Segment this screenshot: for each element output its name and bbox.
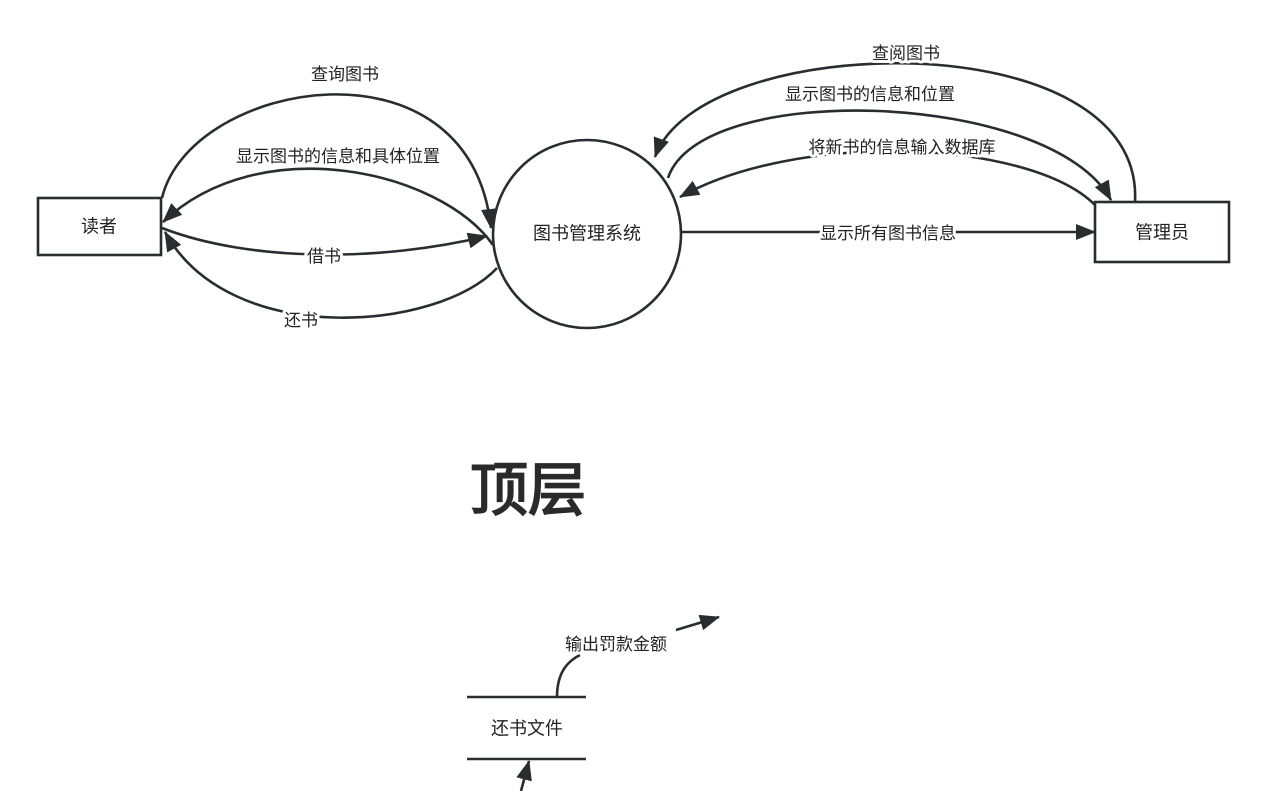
edge-into-return-file xyxy=(516,760,532,791)
label-show-all-books: 显示所有图书信息 xyxy=(820,224,956,244)
edge-return xyxy=(163,231,498,319)
section-title: 顶层 xyxy=(470,456,586,524)
admin-label: 管理员 xyxy=(1135,223,1189,244)
admin-entity xyxy=(1093,200,1231,264)
label-return: 还书 xyxy=(284,311,318,331)
edge-input-new-books xyxy=(679,149,1096,206)
edge-output-fine xyxy=(555,617,719,698)
label-browse-books: 查阅图书 xyxy=(872,44,940,64)
label-output-fine: 输出罚款金额 xyxy=(565,635,667,655)
edge-show-info-location xyxy=(162,167,495,246)
edge-query-books xyxy=(160,93,497,229)
reader-label: 读者 xyxy=(81,217,117,238)
edge-browse-books xyxy=(653,61,1137,203)
reader-entity xyxy=(36,196,163,257)
edge-borrow xyxy=(161,226,488,256)
return-file-label: 还书文件 xyxy=(491,719,563,740)
system-process xyxy=(491,138,683,330)
edge-show-info-position xyxy=(666,109,1113,201)
label-input-new-books: 将新书的信息输入数据库 xyxy=(809,138,996,158)
system-label: 图书管理系统 xyxy=(533,224,641,245)
label-show-info-position: 显示图书的信息和位置 xyxy=(785,85,955,105)
label-borrow: 借书 xyxy=(307,247,341,267)
label-show-info-location: 显示图书的信息和具体位置 xyxy=(236,147,440,167)
label-query-books: 查询图书 xyxy=(311,65,379,85)
